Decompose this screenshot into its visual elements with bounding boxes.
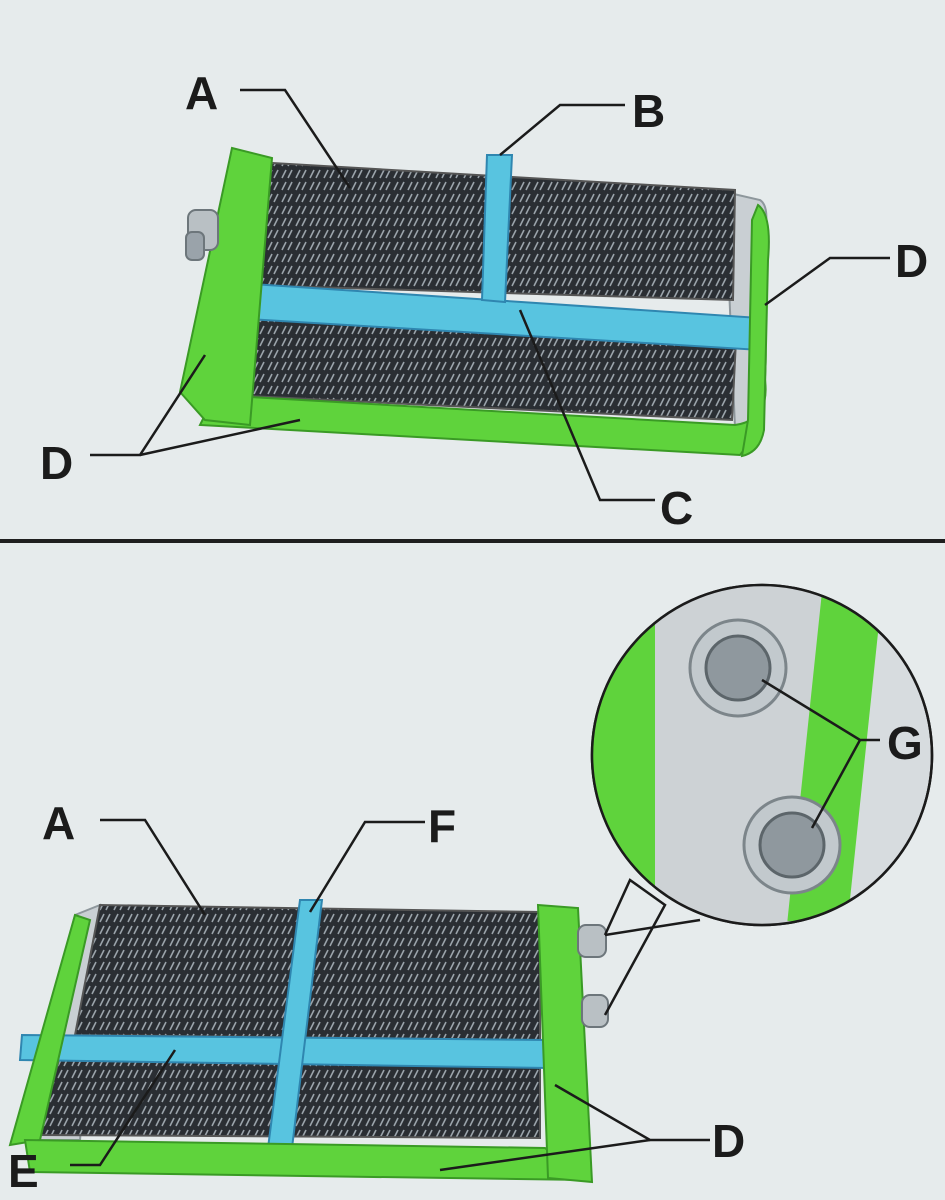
callout-c: C <box>660 485 693 531</box>
callout-b: B <box>632 88 665 134</box>
callout-f: F <box>428 803 456 849</box>
bottom-view-panel: G A F D E <box>0 545 945 1200</box>
panel-divider <box>0 539 945 543</box>
callout-e: E <box>8 1148 39 1194</box>
callout-d-bottom: D <box>712 1118 745 1164</box>
pipe-outlet <box>582 995 608 1027</box>
top-heater-core-illustration <box>0 0 945 540</box>
bottom-frame-seal-bottom-view <box>25 1140 585 1180</box>
pipe-inlet <box>578 925 606 957</box>
callout-g: G <box>887 720 923 766</box>
callout-a-bottom: A <box>42 800 75 846</box>
callout-a-top: A <box>185 70 218 116</box>
detail-magnifier <box>572 582 932 928</box>
top-view-panel: A B D D C <box>0 0 945 540</box>
callout-d-top-right: D <box>895 238 928 284</box>
bottom-heater-core-illustration <box>0 545 945 1200</box>
callout-d-top-left: D <box>40 440 73 486</box>
pipe-upper-end <box>186 232 204 260</box>
